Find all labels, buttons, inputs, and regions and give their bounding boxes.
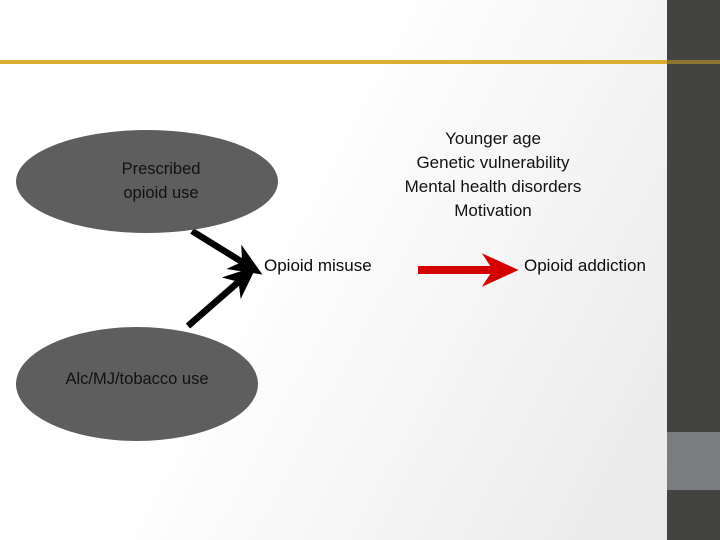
node-alc-mj-tobacco-use[interactable]: Alc/MJ/tobacco use [16,327,258,441]
risk-factor-genetic-vulnerability: Genetic vulnerability [416,153,570,173]
node-opioid-misuse-label: Opioid misuse [264,256,372,275]
risk-factor-younger-age: Younger age [445,129,541,148]
arrow-prescribed-to-misuse [190,228,263,275]
risk-factors-list: Younger age Genetic vulnerability Mental… [356,127,630,224]
node-opioid-addiction-label: Opioid addiction [524,256,646,275]
arrow-substances-to-misuse [185,266,257,329]
node-prescribed-opioid-use-line1: Prescribed [121,159,201,178]
node-prescribed-opioid-use-line2: opioid use [123,183,199,202]
node-prescribed-opioid-use-label: Prescribed opioid use [94,158,201,206]
right-band-highlight-block [667,432,720,490]
node-prescribed-opioid-use[interactable]: Prescribed opioid use [16,130,278,233]
risk-factor-motivation: Motivation [454,201,532,221]
gold-divider-rule-band-segment [667,60,720,64]
gold-divider-rule [0,60,667,64]
risk-factor-mental-health-disorders: Mental health disorders [404,177,582,197]
node-alc-mj-tobacco-use-label: Alc/MJ/tobacco use [65,370,209,389]
